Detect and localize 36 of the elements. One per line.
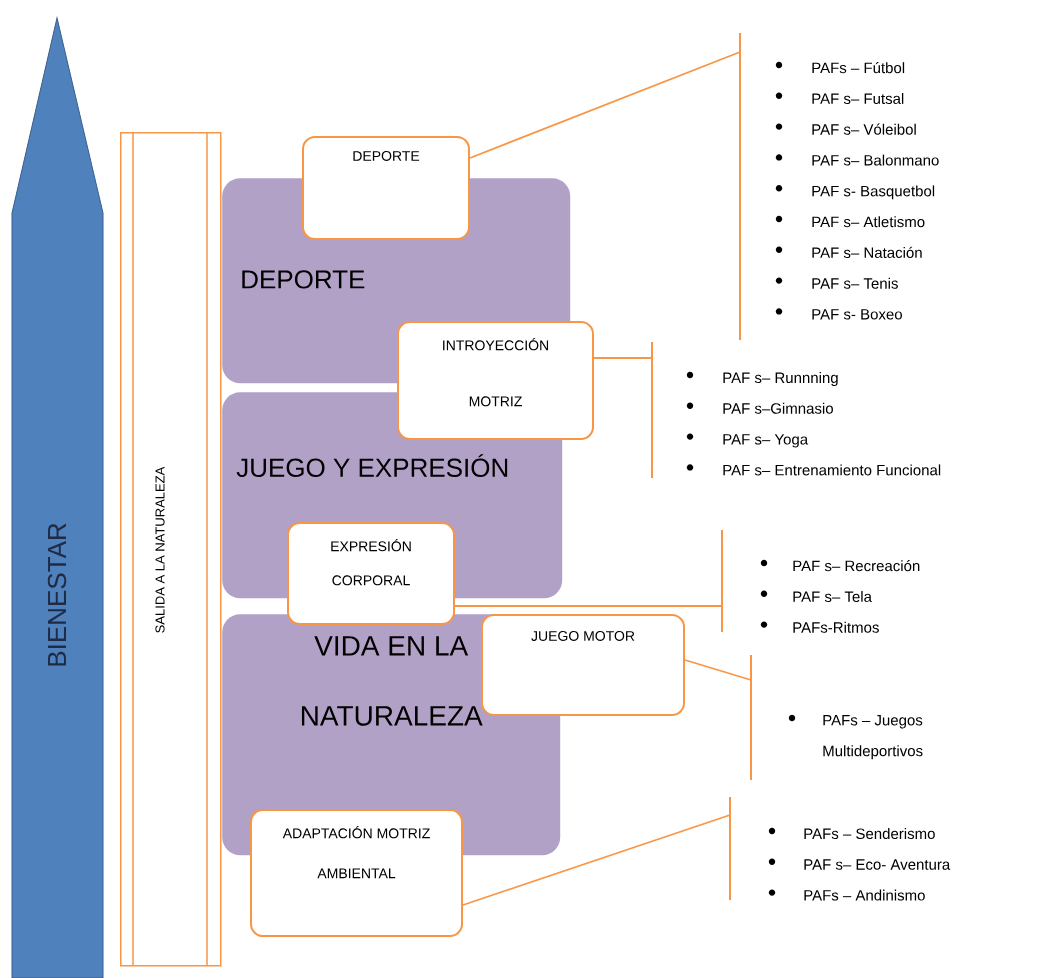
node-label: PAF s– Tenis	[812, 277, 898, 289]
node-label: PAF s– Recreación	[793, 560, 920, 572]
node-label: PAF s– Eco- Aventura	[804, 859, 951, 870]
node-label: PAF s– Atletismo	[812, 216, 925, 228]
category-box: DEPORTE	[302, 136, 470, 240]
node-label: PAFs – Fútbol	[812, 62, 905, 74]
bracket-list: PAFs – Senderismo PAF s– Eco- Aventura PAFs – Andinismo	[729, 796, 951, 901]
bracket-list: PAFs – Juegos Multideportivos	[750, 654, 923, 781]
bracket-list: PAF s– Runnning PAF s–Gimnasio PAF s– Yoga PAF s– Entrenamiento Funcional	[651, 341, 941, 479]
node-label: PAF s– Balonmano	[812, 154, 939, 166]
category-box: INTROYECCIÓN MOTRIZ	[397, 321, 594, 440]
bracket-list: PAF s– Recreación PAF s– Tela PAFs-Ritmos	[721, 529, 920, 633]
node-label: PAF s– Futsal	[812, 92, 904, 104]
connector-line	[454, 605, 723, 607]
node-label: PAF s– Tela	[793, 590, 872, 602]
category-box: EXPRESIÓN CORPORAL	[287, 522, 455, 625]
category-box: ADAPTACIÓN MOTRIZ AMBIENTAL	[250, 809, 463, 937]
node-label: PAF s- Basquetbol	[812, 185, 935, 200]
node-label: PAF s- Boxeo	[812, 309, 902, 320]
node-label: PAFs – Andinismo	[804, 889, 925, 901]
bracket-list: PAFs – Fútbol PAF s– Futsal PAF s– Vóleibol PAF s– Balonmano PAF s- Basquetbol PAF s– Atletismo PAF s– Natación PAF s– Tenis PAF s- Boxeo	[739, 32, 939, 341]
node-label: PAFs – Senderismo	[804, 828, 935, 840]
node-label: PAFs – Juegos Multideportivos	[823, 715, 923, 760]
connector-line	[462, 814, 731, 906]
vertical-band: SALIDA A LA NATURALEZA	[120, 131, 222, 967]
node-label: PAF s– Yoga	[723, 434, 809, 448]
node-label: PAF s– Entrenamiento Funcional	[723, 464, 941, 476]
node-label: PAFs-Ritmos	[793, 621, 879, 633]
node-label: PAF s– Natación	[812, 246, 922, 258]
node-label: PAF s– Vóleibol	[812, 123, 916, 135]
category-box: JUEGO MOTOR	[481, 614, 685, 716]
connector-line	[684, 659, 752, 681]
connector-line	[593, 357, 653, 359]
node-label: PAF s–Gimnasio	[723, 402, 833, 414]
connector-line	[469, 51, 741, 159]
node-label: PAF s– Runnning	[723, 372, 838, 386]
